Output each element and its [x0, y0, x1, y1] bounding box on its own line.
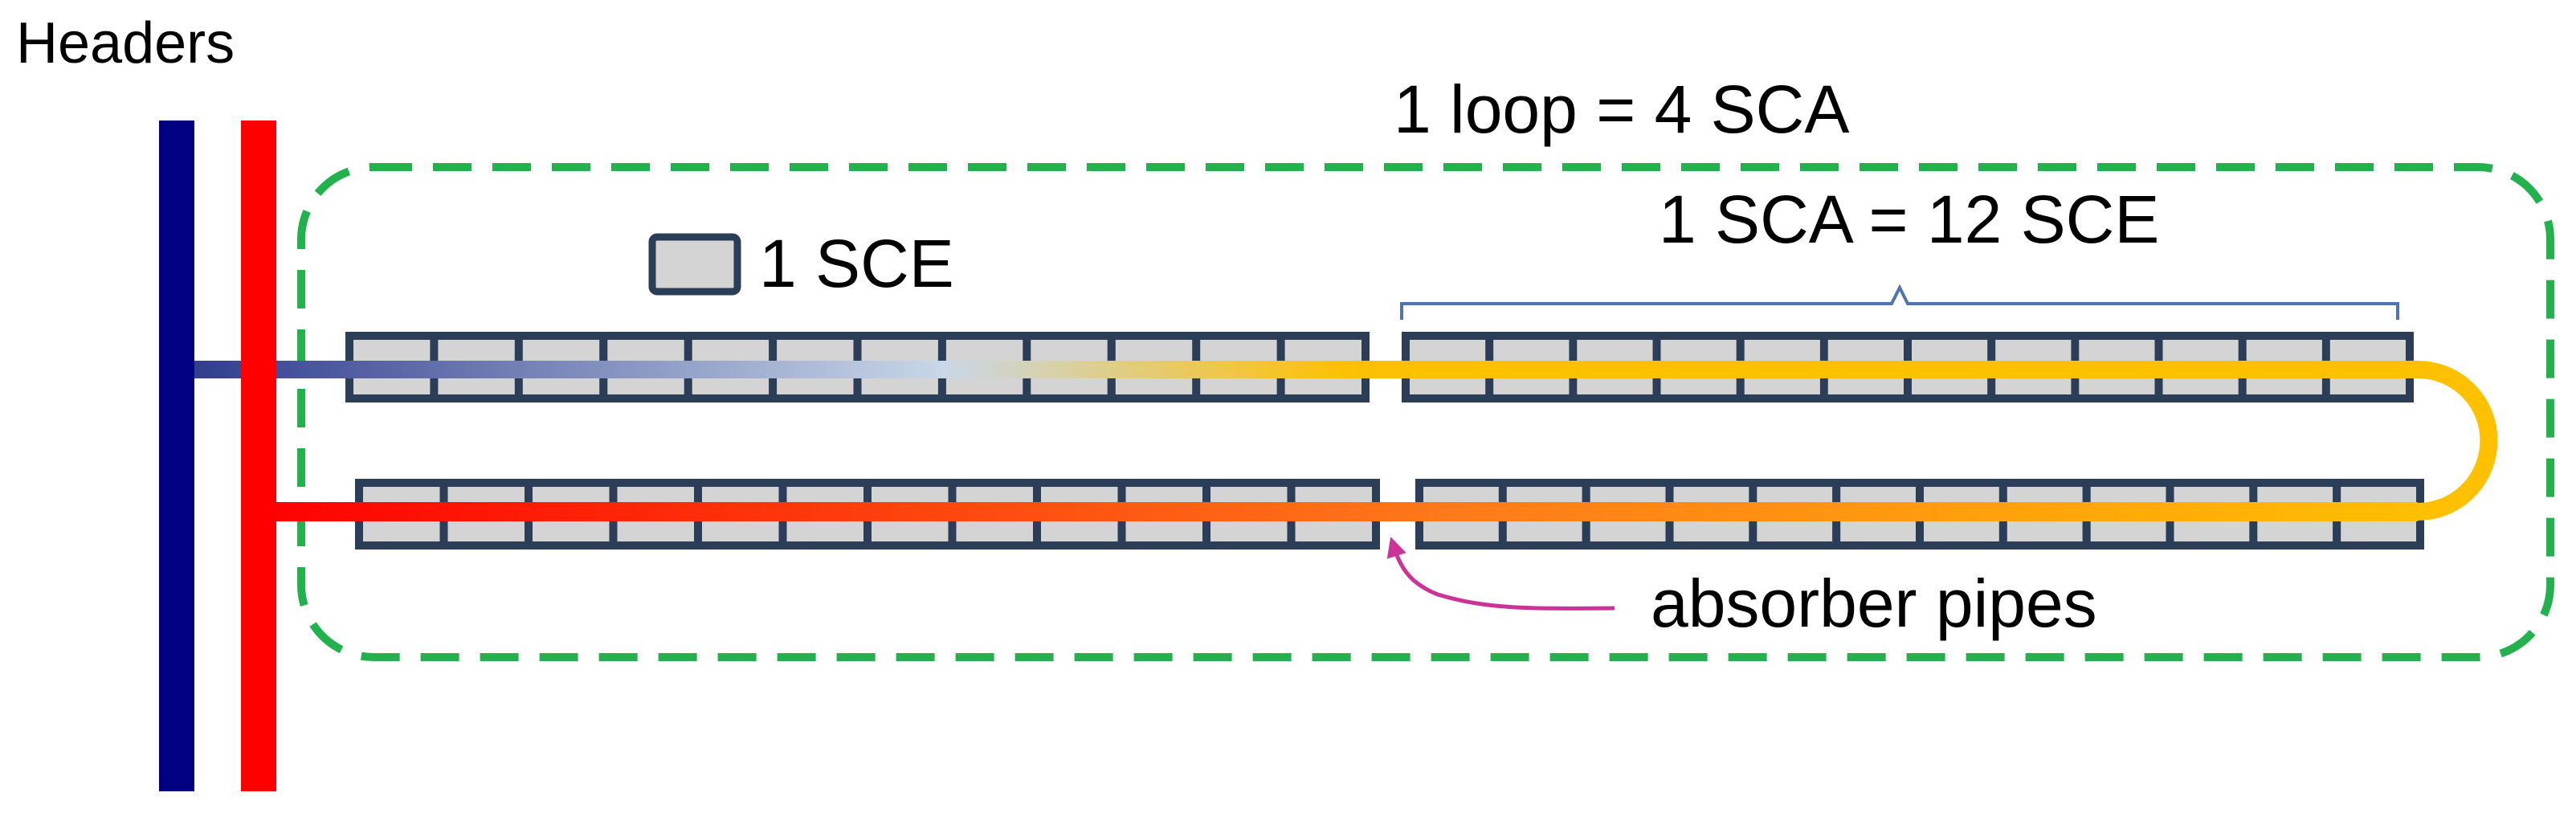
loop-label: 1 loop = 4 SCA: [1394, 71, 1849, 147]
sca-label: 1 SCA = 12 SCE: [1659, 182, 2159, 257]
headers-label: Headers: [16, 11, 235, 76]
hot-header: [241, 121, 276, 791]
pipe-bend: [2417, 361, 2498, 521]
sce-legend-icon: [648, 233, 741, 296]
absorber-pipes-label: absorber pipes: [1651, 566, 2097, 641]
sce-label: 1 SCE: [759, 226, 954, 301]
pipes-arrow: [1386, 537, 1615, 611]
cold-header: [159, 121, 194, 791]
sca-brace: [1400, 284, 2399, 320]
loop-boundary: [297, 163, 2554, 661]
